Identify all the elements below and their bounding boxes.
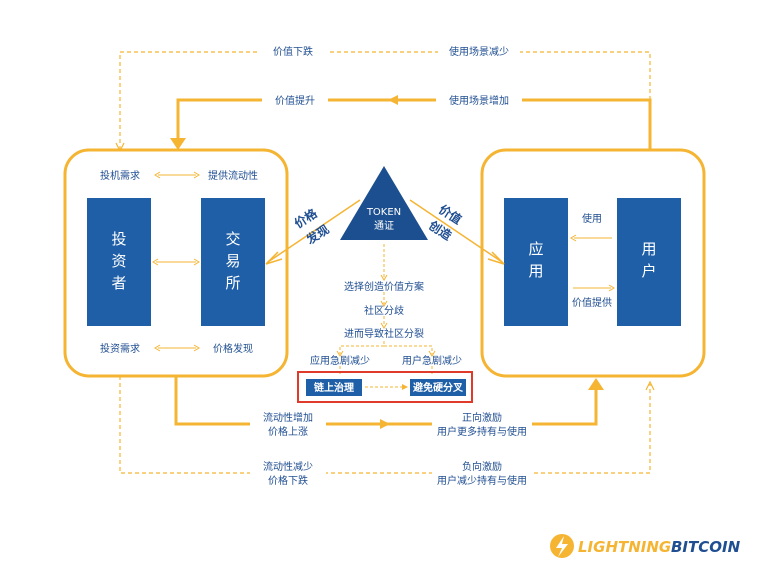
application-char-2: 用 (528, 262, 543, 280)
bottom-solid-loop (174, 376, 604, 429)
provide-liquidity-label: 提供流动性 (208, 169, 258, 182)
top-dashed-right-label: 使用场景减少 (449, 45, 509, 58)
governance-arrow (365, 384, 408, 390)
liquidity-down-label: 流动性减少 (263, 460, 313, 473)
positive-incentive-label: 正向激励 (462, 411, 502, 424)
logo-word-bitcoin: BITCOIN (671, 538, 741, 556)
more-hold-use-label: 用户更多持有与使用 (437, 425, 527, 438)
price-down-label: 价格下跌 (268, 474, 308, 487)
bottom-left-double-arrow (154, 344, 200, 352)
price-discovery-label: 价格发现 (213, 342, 253, 355)
center-flow-connectors (336, 244, 436, 374)
token-subtitle: 通证 (374, 220, 394, 232)
flow-step-divergence: 社区分歧 (364, 304, 404, 317)
onchain-governance-label: 链上治理 (313, 381, 354, 394)
app-to-user-arrow (573, 284, 615, 292)
use-label: 使用 (582, 212, 602, 225)
left-diagonal-arrow (265, 199, 361, 265)
investor-box (87, 198, 151, 326)
avoid-hardfork-label: 避免硬分叉 (412, 381, 464, 394)
negative-incentive-label: 负向激励 (462, 460, 502, 473)
exchange-char-2: 易 (225, 252, 240, 270)
top-solid-left-label: 价值提升 (275, 94, 315, 107)
users-drop-label: 用户急剧减少 (402, 354, 462, 367)
top-dashed-left-label: 价值下跌 (273, 45, 313, 58)
user-char-2: 户 (641, 262, 656, 280)
user-box (617, 198, 681, 326)
top-left-double-arrow (154, 171, 200, 179)
price-up-label: 价格上涨 (268, 425, 308, 438)
application-char-1: 应 (528, 240, 543, 258)
investor-char-1: 投 (111, 230, 126, 248)
token-title: TOKEN (366, 207, 401, 218)
exchange-box (201, 198, 265, 326)
investor-char-2: 资 (111, 252, 126, 270)
investment-demand-label: 投资需求 (100, 342, 140, 355)
flow-step-split: 进而导致社区分裂 (344, 327, 424, 340)
application-box (504, 198, 568, 326)
user-char-1: 用 (641, 240, 656, 258)
user-to-app-arrow (570, 234, 612, 242)
investor-exchange-double-arrow (152, 258, 200, 266)
bitcoin-lightning-icon (550, 534, 574, 558)
token-triangle (340, 166, 428, 240)
liquidity-up-label: 流动性增加 (263, 411, 313, 424)
bottom-dashed-loop (119, 376, 655, 474)
right-diagonal-arrow (409, 199, 505, 265)
investor-char-3: 者 (111, 274, 126, 292)
onchain-governance-node (306, 379, 362, 396)
exchange-char-3: 所 (225, 274, 240, 292)
logo-word-lightning: LIGHTNING (578, 538, 671, 556)
speculation-demand-label: 投机需求 (100, 169, 140, 182)
exchange-char-1: 交 (225, 230, 240, 248)
avoid-hardfork-node (410, 379, 466, 396)
governance-highlight-box (297, 371, 473, 403)
top-solid-loop (170, 95, 652, 150)
less-hold-use-label: 用户减少持有与使用 (437, 474, 527, 487)
apps-drop-label: 应用急剧减少 (310, 354, 370, 367)
top-solid-right-label: 使用场景增加 (449, 94, 509, 107)
flow-step-choose-value: 选择创造价值方案 (344, 280, 424, 293)
value-provide-label: 价值提供 (572, 296, 612, 309)
